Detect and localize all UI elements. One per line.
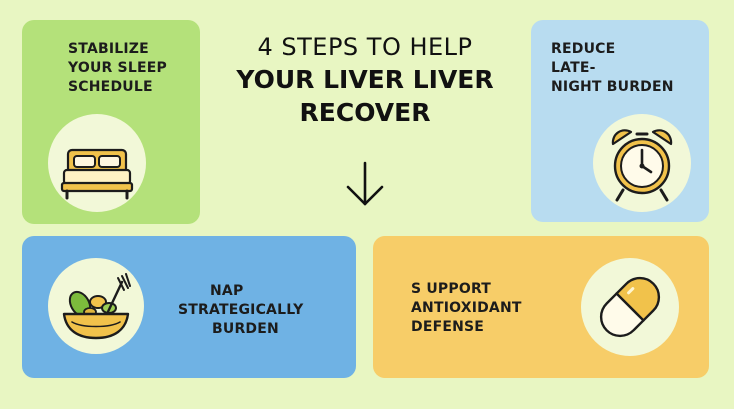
page-title: 4 STEPS TO HELP YOUR LIVER LIVER RECOVER [210, 32, 520, 129]
step-label-line: LATE- [551, 60, 596, 76]
step-label-line: REDUCE [551, 41, 616, 57]
step-label-line: BURDEN [212, 321, 279, 337]
step-label-line: STABILIZE [68, 41, 149, 57]
step-card-sleep-schedule: STABILIZE YOUR SLEEP SCHEDULE [22, 20, 200, 224]
step-label-sleep: STABILIZE YOUR SLEEP SCHEDULE [68, 40, 167, 97]
step-label-line: S UPPORT [411, 281, 492, 297]
step-label-line: NAP [210, 283, 244, 299]
step-label-line: NIGHT BURDEN [551, 79, 674, 95]
icon-circle [581, 258, 679, 356]
bed-icon [60, 148, 134, 200]
icon-circle [48, 114, 146, 212]
step-card-late-night: REDUCE LATE- NIGHT BURDEN [531, 20, 709, 222]
arrow-down-icon [346, 161, 384, 206]
step-card-nap: NAP STRATEGICALLY BURDEN [22, 236, 356, 378]
icon-circle [48, 258, 144, 354]
title-line-2: YOUR LIVER LIVER [236, 65, 494, 94]
capsule-icon [599, 276, 661, 338]
step-label-line: YOUR SLEEP [68, 60, 167, 76]
title-line-1: 4 STEPS TO HELP [257, 33, 473, 61]
step-label-nap: NAP STRATEGICALLY BURDEN [178, 282, 348, 339]
step-card-antioxidant: S UPPORT ANTIOXIDANT DEFENSE [373, 236, 709, 378]
alarm-clock-icon [611, 129, 673, 202]
step-label-line: STRATEGICALLY [178, 302, 304, 318]
icon-circle [593, 114, 691, 212]
step-label-late-night: REDUCE LATE- NIGHT BURDEN [551, 40, 674, 97]
step-label-line: DEFENSE [411, 319, 485, 335]
step-label-line: ANTIOXIDANT [411, 300, 522, 316]
salad-bowl-icon [62, 273, 131, 340]
title-line-3: RECOVER [299, 98, 431, 127]
step-label-antioxidant: S UPPORT ANTIOXIDANT DEFENSE [411, 280, 522, 337]
step-label-line: SCHEDULE [68, 79, 153, 95]
